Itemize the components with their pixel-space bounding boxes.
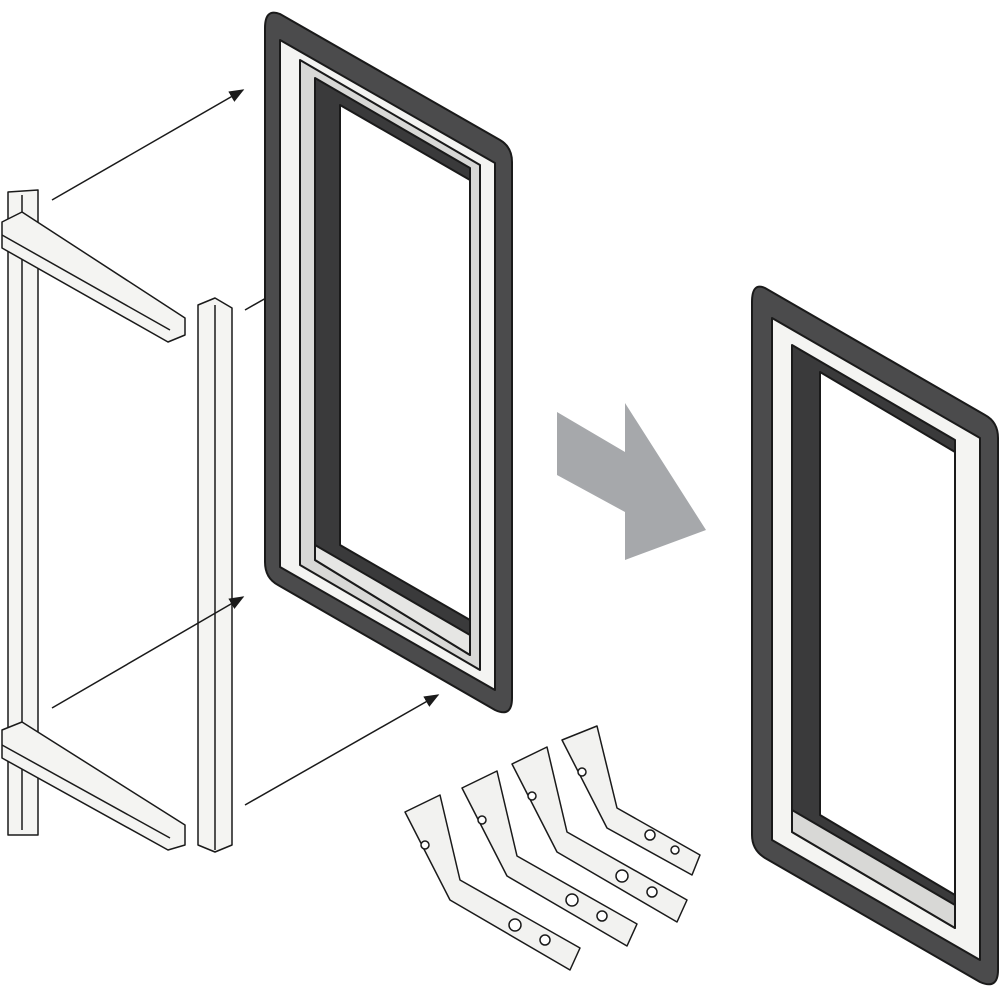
bracket [511,746,688,923]
arrow-right-down-icon [557,403,706,560]
window-frame-before [264,11,513,714]
window-frame-finished [751,285,999,986]
bracket [461,770,638,947]
top-horizontal-trim [1,211,186,343]
bottom-horizontal-trim [1,721,186,851]
left-vertical-trim [7,189,39,836]
mounting-brackets [404,725,701,971]
arrow-icon [244,694,440,806]
bracket [561,725,701,876]
left-trim-pieces [1,189,233,853]
bracket [404,794,581,971]
arrow-icon [51,596,245,709]
arrow-icon [51,89,245,201]
